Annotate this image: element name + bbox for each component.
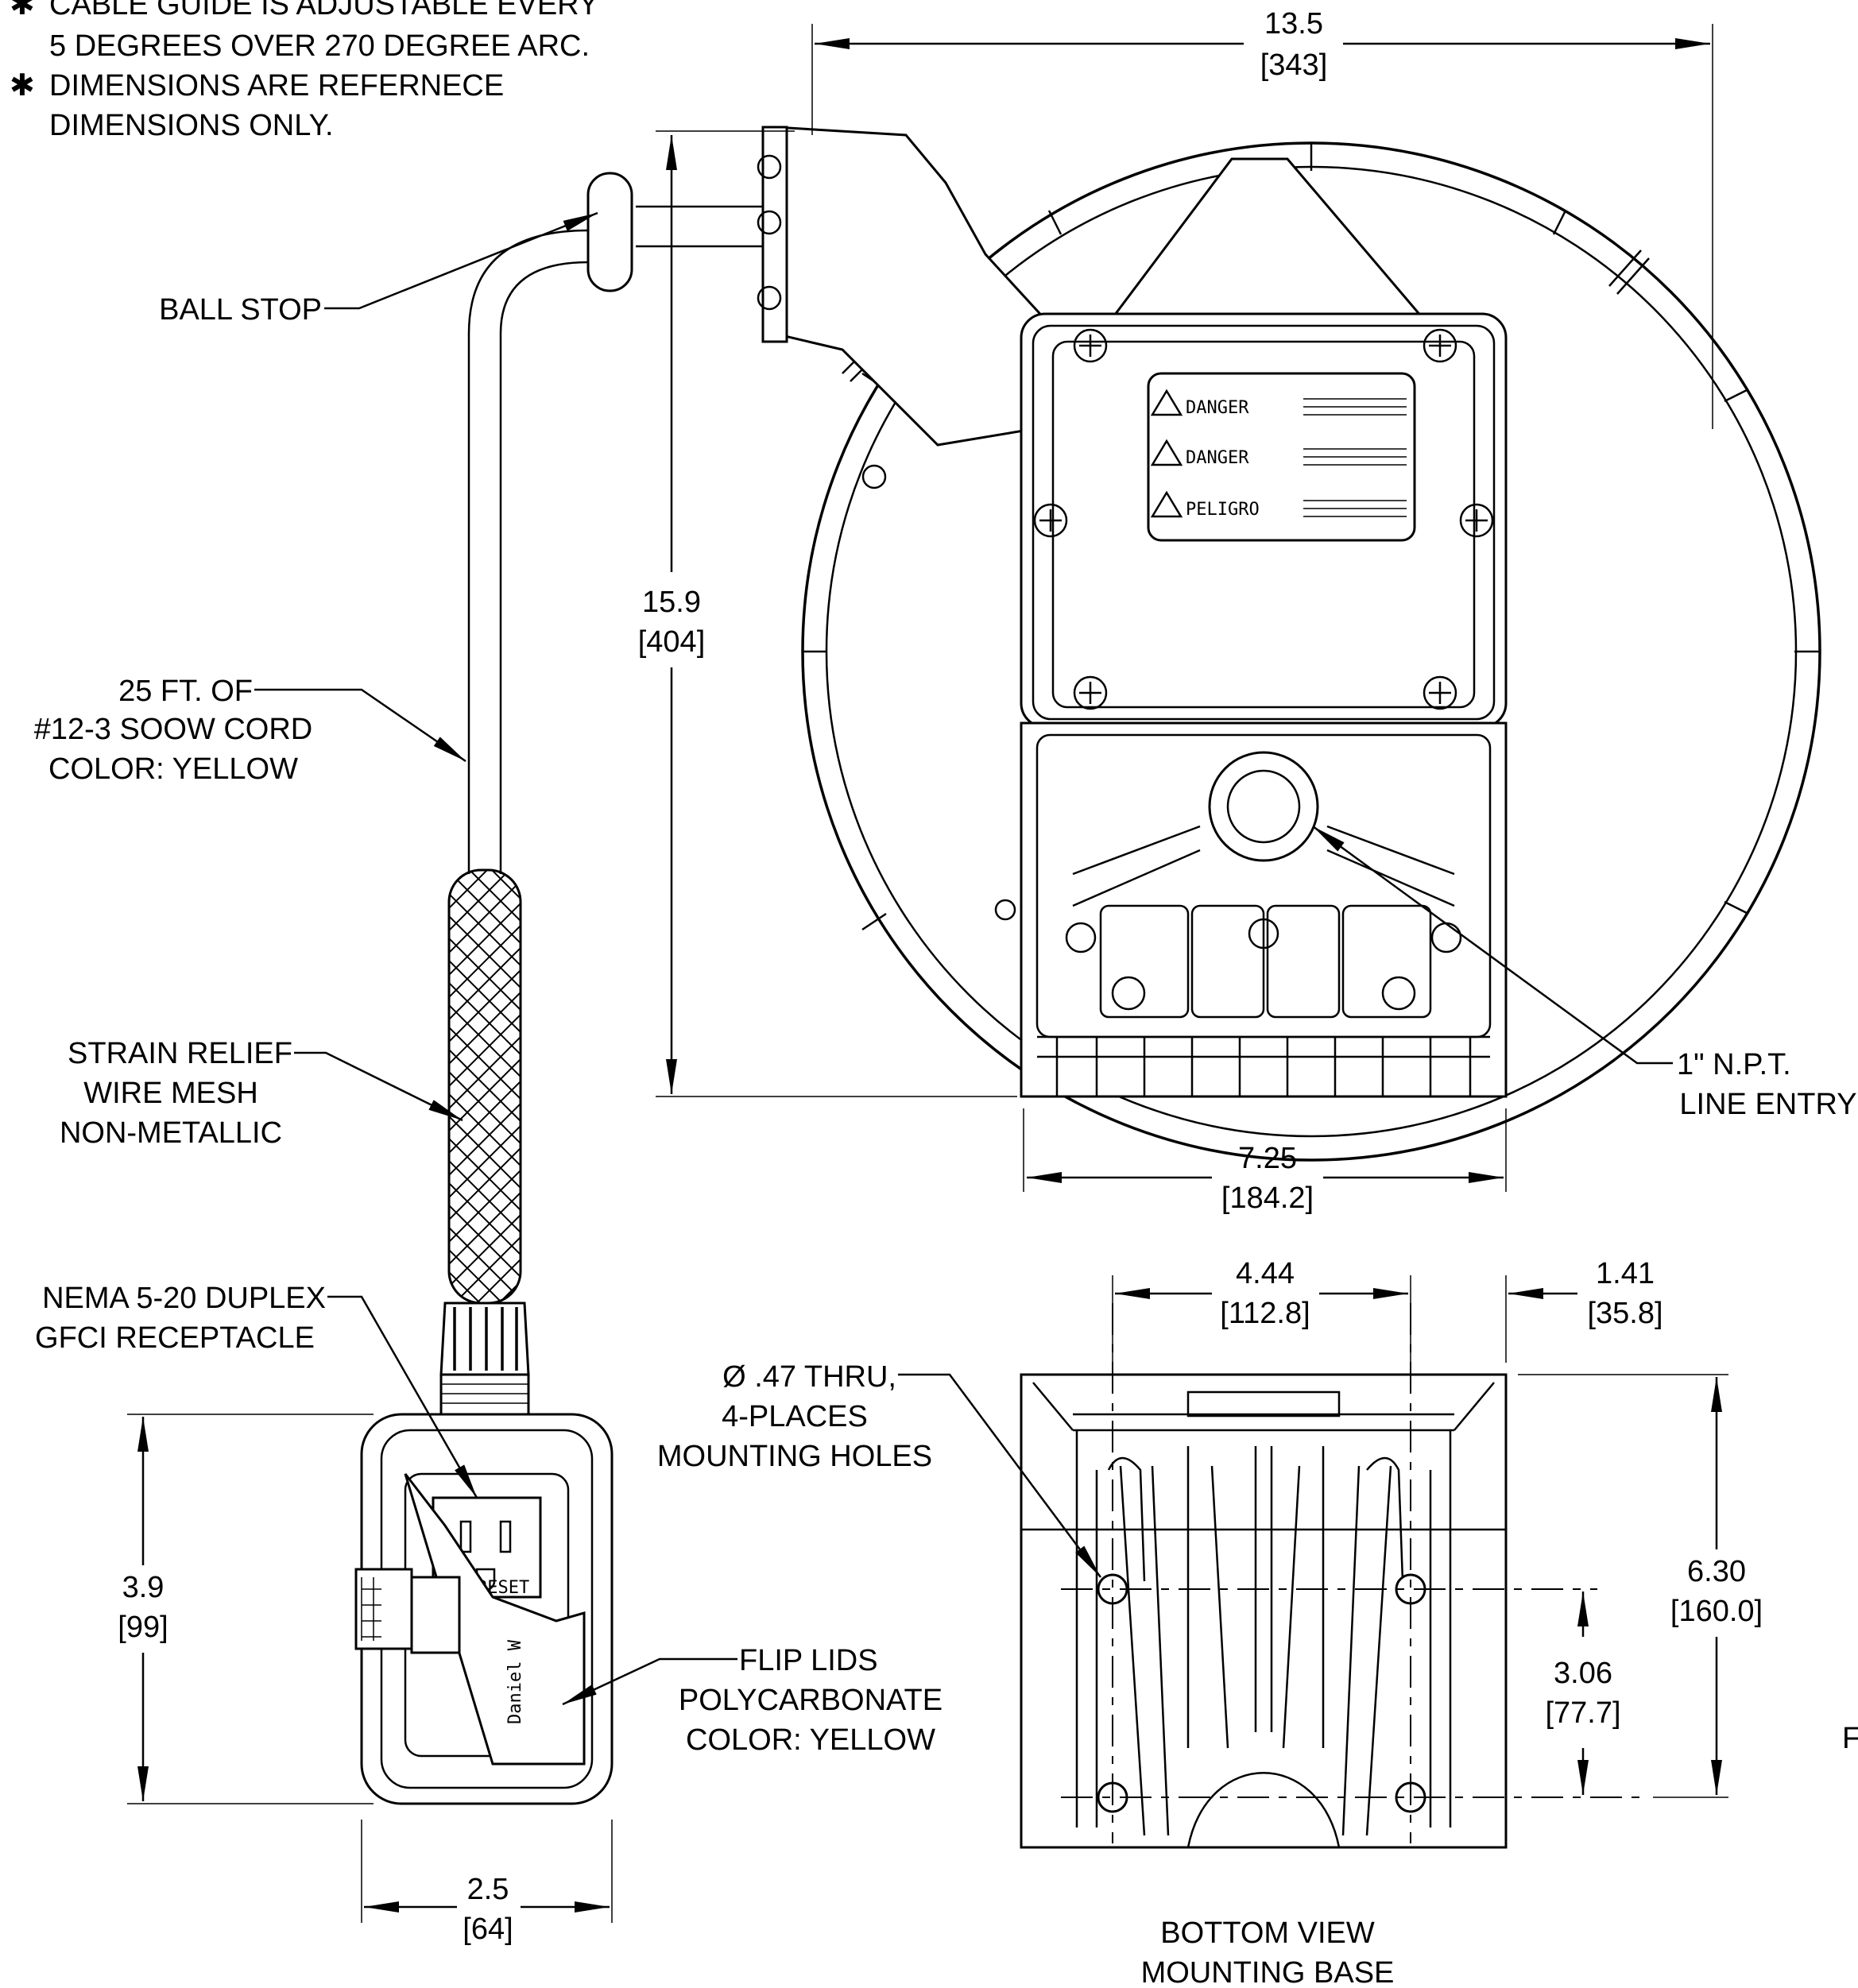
warning-triangle-icon xyxy=(1150,389,1183,416)
warning-row2: DANGER xyxy=(1186,448,1249,468)
base-ribs xyxy=(1037,825,1490,1096)
power-cord xyxy=(467,172,763,874)
callout-nema-line1: NEMA 5-20 DUPLEX xyxy=(42,1282,326,1315)
gfci-enclosure: RESET Daniel W xyxy=(354,1413,614,1805)
bolt-icon xyxy=(757,210,782,235)
view-title-line2: MOUNTING BASE xyxy=(1141,1956,1395,1988)
dim-base-depth-mm: [160.0] xyxy=(1670,1595,1763,1628)
leader-lines xyxy=(254,211,1673,1706)
callout-holes-line3: MOUNTING HOLES xyxy=(657,1440,932,1473)
bolt-icon xyxy=(757,154,782,180)
note2-line1: DIMENSIONS ARE REFERNECE xyxy=(49,69,504,102)
dim-hole-pitch-in: 3.06 xyxy=(1554,1657,1612,1690)
callout-strain-line1: STRAIN RELIEF xyxy=(68,1037,292,1070)
warning-row1: DANGER xyxy=(1186,398,1249,418)
dim-box-height-mm: [99] xyxy=(118,1611,168,1644)
base-outline xyxy=(1020,1373,1508,1849)
flip-lid[interactable] xyxy=(404,1473,586,1766)
centerlines xyxy=(1061,1303,1645,1843)
dim-offset-mm: [35.8] xyxy=(1587,1297,1663,1330)
dim-box-height-in: 3.9 xyxy=(122,1571,165,1604)
callout-flip-line1: FLIP LIDS xyxy=(739,1644,878,1677)
line-entry-port xyxy=(1208,751,1319,862)
callout-flip-line2: POLYCARBONATE xyxy=(679,1684,943,1717)
callout-nema-line2: GFCI RECEPTACLE xyxy=(35,1321,315,1355)
reel-cover xyxy=(1110,157,1426,319)
note-star-icon: ✱ xyxy=(10,0,35,21)
general-notes: ✱ CABLE GUIDE IS ADJUSTABLE EVERY 5 DEGR… xyxy=(10,0,598,142)
note1-line2: 5 DEGREES OVER 270 DEGREE ARC. xyxy=(49,29,590,63)
callout-ball-stop: BALL STOP xyxy=(159,293,322,327)
note2-line2: DIMENSIONS ONLY. xyxy=(49,109,334,142)
dimension-values: 13.5 [343] 15.9 [404] 7.25 [184.2] 4.44 … xyxy=(118,7,1763,1946)
callout-npt-line1: 1" N.P.T. xyxy=(1677,1048,1791,1081)
callout-cord-line2: #12-3 SOOW CORD xyxy=(34,713,313,746)
base-slots xyxy=(1075,1430,1452,1848)
note1-line1: CABLE GUIDE IS ADJUSTABLE EVERY xyxy=(49,0,598,21)
callout-holes-line1: Ø .47 THRU, xyxy=(722,1360,896,1394)
note-star-icon: ✱ xyxy=(10,69,35,102)
dim-offset-in: 1.41 xyxy=(1596,1257,1655,1290)
dim-height-mm: [404] xyxy=(638,625,706,659)
line-entry-bore xyxy=(1226,769,1301,844)
screw-icons xyxy=(1033,328,1494,710)
reel-side-view: DANGER DANGER PELIGRO xyxy=(757,126,1821,1162)
callout-cord-line1: 25 FT. OF xyxy=(118,675,253,708)
warning-triangle-icon xyxy=(1150,490,1183,518)
callout-npt-line2: LINE ENTRY xyxy=(1679,1088,1856,1121)
dim-base-width-in: 7.25 xyxy=(1238,1142,1297,1175)
guide-bracket xyxy=(761,126,788,343)
cropped-edge-text: F xyxy=(1842,1722,1858,1755)
bottom-view-base xyxy=(1020,1303,1645,1849)
dim-box-width-in: 2.5 xyxy=(467,1873,509,1906)
view-title-line1: BOTTOM VIEW xyxy=(1160,1916,1375,1950)
callout-cord-line3: COLOR: YELLOW xyxy=(48,752,298,786)
dim-width-mm: [343] xyxy=(1260,48,1328,82)
dim-hole-span-in: 4.44 xyxy=(1236,1257,1295,1290)
brand-mark: Daniel W xyxy=(505,1639,525,1724)
junction-box-rim xyxy=(1032,324,1496,721)
callout-labels: BALL STOP 25 FT. OF #12-3 SOOW CORD COLO… xyxy=(34,293,1858,1988)
warning-label: DANGER DANGER PELIGRO xyxy=(1147,372,1416,542)
callout-holes-line2: 4-PLACES xyxy=(722,1400,868,1433)
pivot-hole-icon xyxy=(861,464,887,489)
dim-width-in: 13.5 xyxy=(1264,7,1323,41)
callout-flip-line3: COLOR: YELLOW xyxy=(686,1723,935,1757)
pivot-hole-icon xyxy=(994,899,1016,921)
dim-hole-span-mm: [112.8] xyxy=(1220,1297,1310,1330)
dim-height-in: 15.9 xyxy=(642,586,701,619)
dim-box-width-mm: [64] xyxy=(463,1913,513,1946)
ball-stop xyxy=(586,172,633,292)
warning-row3: PELIGRO xyxy=(1186,500,1260,520)
callout-strain-line3: NON-METALLIC xyxy=(60,1116,282,1150)
callout-strain-line2: WIRE MESH xyxy=(83,1077,258,1110)
dim-base-depth-in: 6.30 xyxy=(1687,1555,1746,1588)
junction-box-lid xyxy=(1051,340,1476,709)
cord-connector xyxy=(439,1301,530,1420)
dim-hole-pitch-mm: [77.7] xyxy=(1545,1696,1620,1730)
strain-relief-mesh xyxy=(447,868,522,1305)
dim-base-width-mm: [184.2] xyxy=(1221,1182,1314,1215)
bolt-icon xyxy=(757,285,782,311)
warning-triangle-icon xyxy=(1150,439,1183,466)
dimension-lines xyxy=(127,24,1728,1923)
